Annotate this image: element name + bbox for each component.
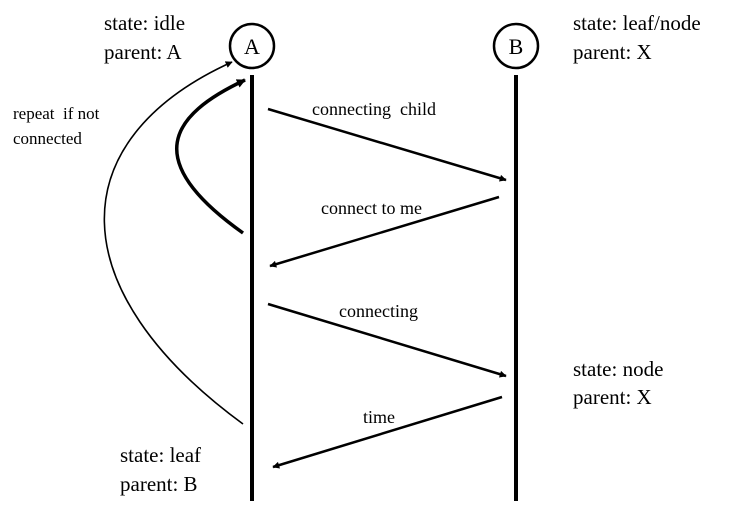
node-b: B (492, 22, 540, 70)
parent-label-b-mid: parent: X (573, 385, 652, 409)
state-label-a-top: state: idle (104, 11, 186, 35)
node-b-label: B (509, 34, 524, 59)
parent-label-b-top: parent: X (573, 40, 652, 64)
message-arrow-connect-to-me (269, 195, 500, 268)
state-label-a-bottom: state: leaf (120, 443, 202, 467)
loop-note-line2: connected (13, 129, 82, 148)
loop-note-line1: repeat if not (13, 104, 100, 123)
state-label-b-top: state: leaf/node (573, 11, 701, 35)
message-label-connecting-child: connecting child (312, 99, 436, 119)
message-arrow-time (272, 395, 503, 469)
return-arrow-thick (175, 78, 246, 235)
node-a: A (228, 22, 276, 70)
parent-label-a-top: parent: A (104, 40, 182, 64)
message-label-connect-to-me: connect to me (321, 198, 422, 218)
state-label-b-mid: state: node (573, 357, 664, 381)
repeat-loop-arrow (103, 61, 244, 425)
parent-label-a-bottom: parent: B (120, 472, 198, 496)
message-label-connecting: connecting (339, 301, 418, 321)
message-arrow-connecting (267, 302, 507, 378)
message-arrow-connecting-child (267, 107, 507, 182)
node-a-label: A (244, 34, 260, 59)
message-label-time: time (363, 407, 395, 427)
